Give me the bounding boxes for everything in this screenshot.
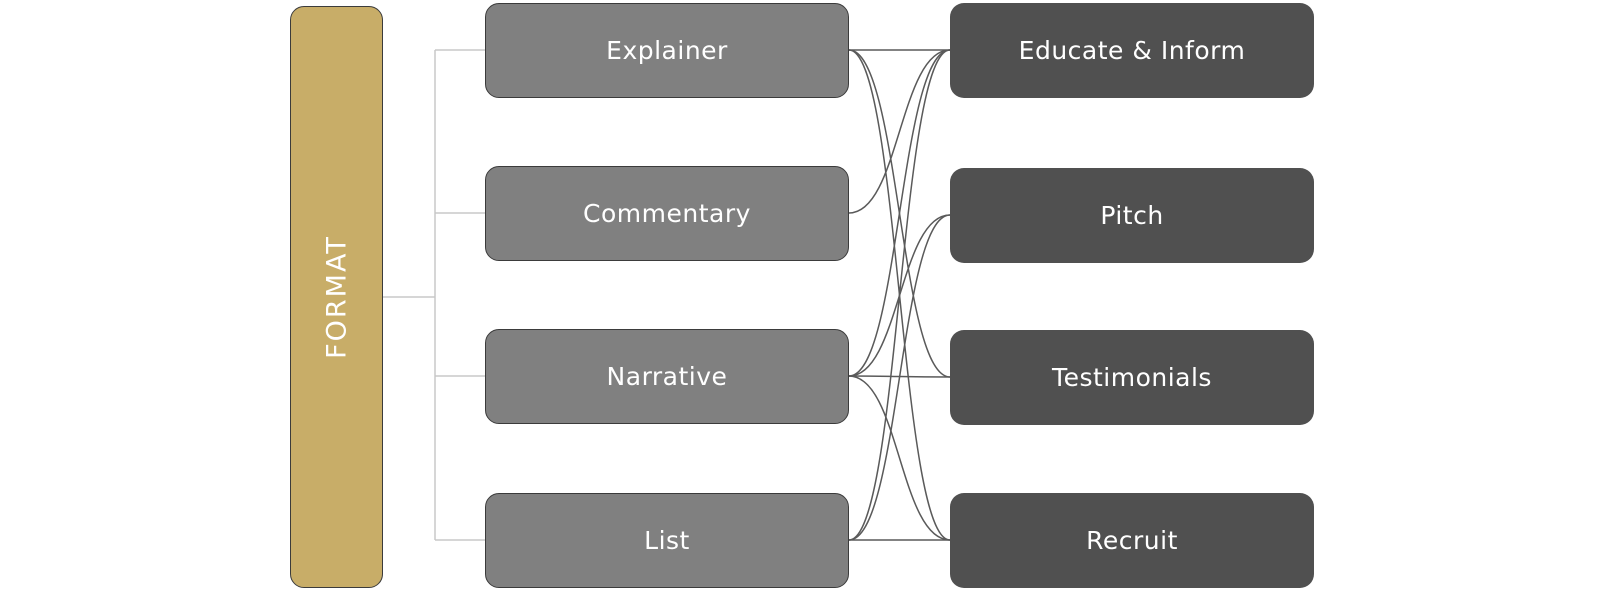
format-root-box: FORMAT bbox=[290, 6, 383, 588]
format-node-label: Commentary bbox=[583, 199, 751, 228]
format-node-label: Explainer bbox=[606, 36, 728, 65]
purpose-node-pitch: Pitch bbox=[950, 168, 1314, 263]
purpose-node-educate-inform: Educate & Inform bbox=[950, 3, 1314, 98]
link-narrative-recruit bbox=[848, 375, 951, 541]
link-list-educate bbox=[848, 49, 951, 541]
format-node-explainer: Explainer bbox=[485, 3, 849, 98]
purpose-node-label: Testimonials bbox=[1052, 363, 1212, 392]
format-root-label: FORMAT bbox=[321, 235, 352, 359]
format-node-commentary: Commentary bbox=[485, 166, 849, 261]
format-node-label: Narrative bbox=[606, 362, 728, 391]
purpose-node-label: Educate & Inform bbox=[1018, 36, 1246, 65]
purpose-node-recruit: Recruit bbox=[950, 493, 1314, 588]
format-node-label: List bbox=[644, 526, 690, 555]
purpose-node-testimonials: Testimonials bbox=[950, 330, 1314, 425]
format-node-list: List bbox=[485, 493, 849, 588]
link-lines bbox=[848, 49, 951, 541]
purpose-node-label: Pitch bbox=[1100, 201, 1164, 230]
purpose-node-label: Recruit bbox=[1086, 526, 1178, 555]
tree-lines bbox=[383, 49, 485, 541]
link-list-pitch bbox=[848, 214, 951, 541]
link-commentary-educate bbox=[848, 49, 951, 214]
link-narrative-educate bbox=[848, 49, 951, 377]
format-node-narrative: Narrative bbox=[485, 329, 849, 424]
